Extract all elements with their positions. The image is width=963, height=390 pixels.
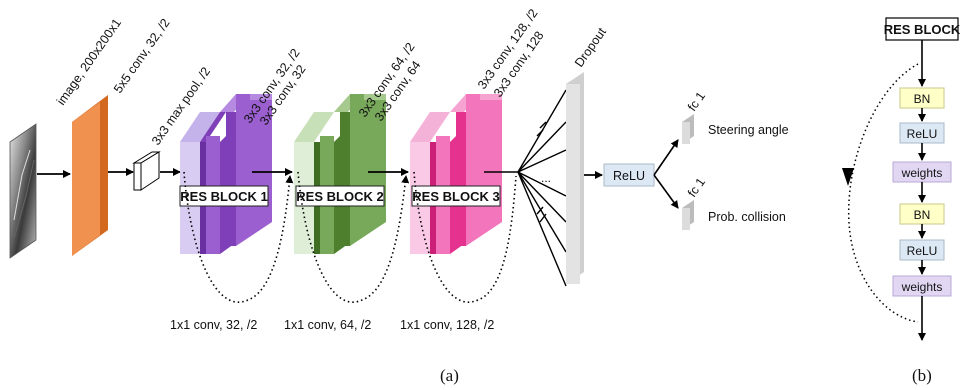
dropout-layer xyxy=(566,72,584,284)
res-block-2-label: RES BLOCK 2 xyxy=(296,189,383,204)
res-block-3-label-box xyxy=(411,185,501,207)
panel-b-skip-connection xyxy=(848,63,919,323)
panel-b-skip-arrowhead xyxy=(842,168,854,186)
panel-b-layer-1-label: ReLU xyxy=(907,127,938,141)
dropout-label: Dropout xyxy=(572,25,609,70)
res-block-1-label-box xyxy=(179,185,269,207)
panel-b-title: RES BLOCK xyxy=(884,22,961,37)
relu-label: ReLU xyxy=(613,169,645,183)
output-steering-label: Steering angle xyxy=(708,123,789,137)
panel-b-layer-4-label: ReLU xyxy=(907,244,938,258)
skip-connection-1 xyxy=(183,171,294,303)
skip-1-label: 1x1 conv, 32, /2 xyxy=(170,318,257,332)
arrow-relu-steering xyxy=(653,139,679,176)
res-block-2-label-box xyxy=(295,185,385,207)
fc-steering-label: fc 1 xyxy=(685,89,708,114)
output-collision-label: Prob. collision xyxy=(708,210,786,224)
maxpool-layer xyxy=(132,151,161,191)
panel-b-layer-2-label: weights xyxy=(901,166,943,180)
res-block-2 xyxy=(294,94,386,254)
fc-collision-label: fc 1 xyxy=(685,175,708,200)
conv1-layer xyxy=(72,95,108,256)
panel-b-layer-0-label: BN xyxy=(914,92,931,106)
skip-connection-2 xyxy=(297,171,410,303)
dropout-ellipsis: ... xyxy=(541,171,551,185)
skip-connection-3 xyxy=(413,171,517,303)
panel-a: image, 200x200x1 5x5 conv, 32, /2 3x3 ma… xyxy=(9,6,789,385)
res-block-1-label: RES BLOCK 1 xyxy=(180,189,267,204)
input-label: image, 200x200x1 xyxy=(54,16,124,108)
input-image xyxy=(9,123,37,259)
dropout-connections xyxy=(484,89,567,287)
arrow-relu-collision xyxy=(653,174,679,209)
res-block-3 xyxy=(410,94,502,254)
res-block-3-label: RES BLOCK 3 xyxy=(412,189,499,204)
skip-2-label: 1x1 conv, 64, /2 xyxy=(284,318,371,332)
fc-collision-layer xyxy=(682,200,694,230)
fc-steering-layer xyxy=(682,114,694,144)
panel-b-layer-5-label: weights xyxy=(901,280,943,294)
panel-b: RES BLOCK BN ReLU weights BN ReLU weight… xyxy=(842,17,961,385)
caption-b: (b) xyxy=(912,366,932,385)
caption-a: (a) xyxy=(440,366,459,385)
skip-3-label: 1x1 conv, 128, /2 xyxy=(400,318,494,332)
panel-b-layer-3-label: BN xyxy=(914,208,931,222)
